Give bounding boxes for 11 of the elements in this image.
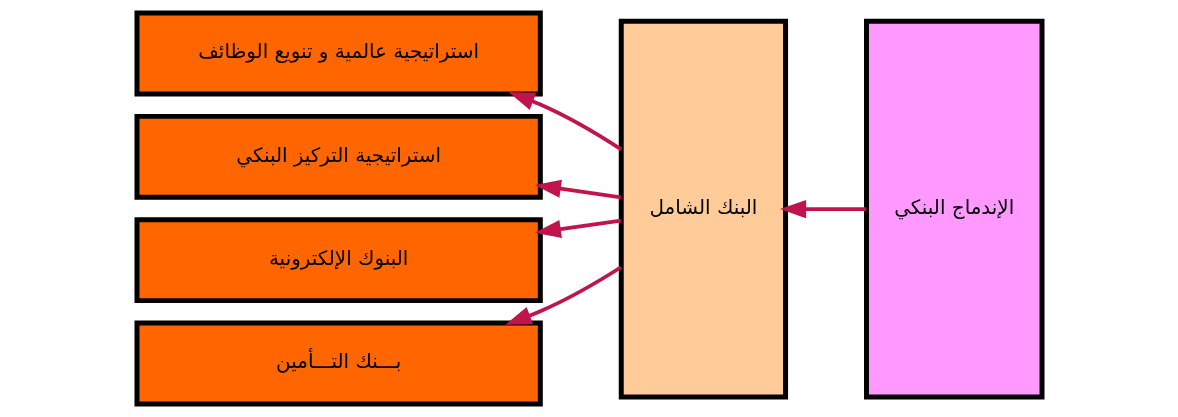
- node-box: استراتيجية التركيز البنكي: [134, 113, 543, 200]
- arrow: [508, 92, 622, 151]
- node-box: استراتيجية عالمية و تنويع الوظائف: [134, 10, 543, 97]
- node-box: البنك الشامل: [618, 18, 788, 400]
- arrow: [504, 265, 622, 325]
- arrow: [779, 199, 866, 219]
- arrow: [534, 218, 621, 239]
- node-box: البنوك الإلكترونية: [134, 217, 543, 304]
- node-box: بـــنك التـــأمين: [134, 320, 543, 407]
- node-box: الإندماج البنكي: [863, 18, 1044, 400]
- arrow: [534, 179, 621, 200]
